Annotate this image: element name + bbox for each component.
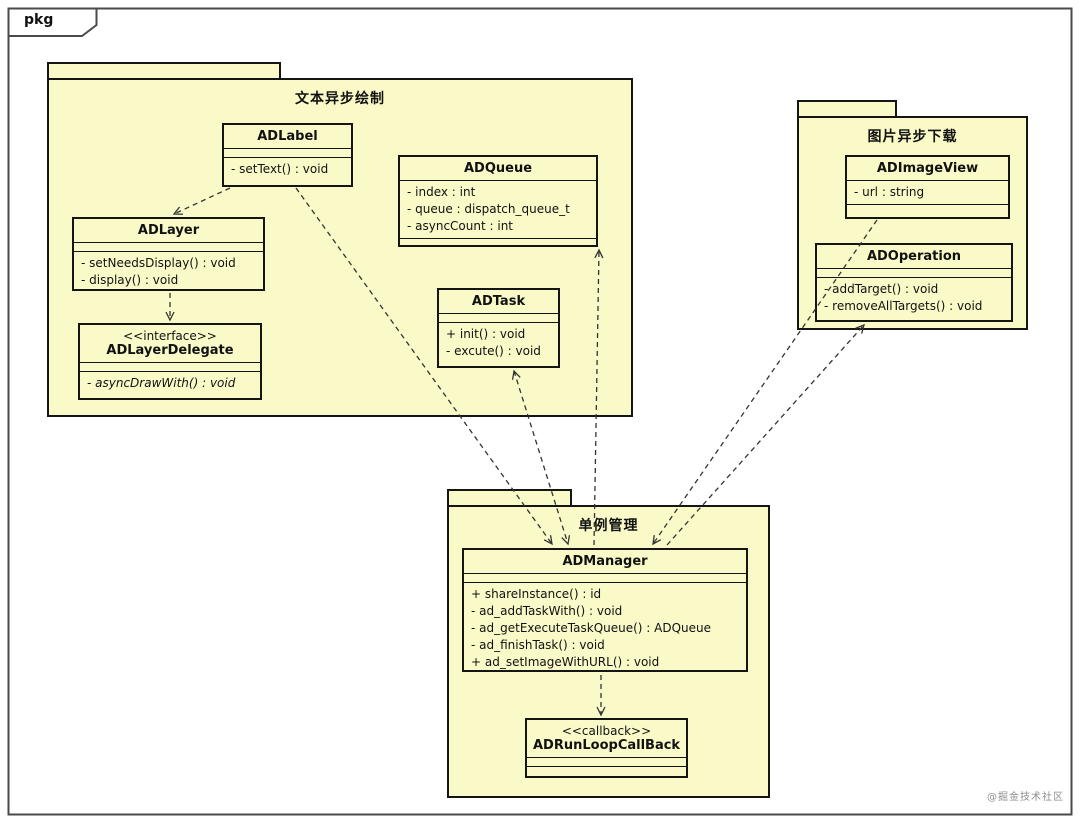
methods-compartment — [847, 204, 1008, 217]
class-name: ADLayer — [137, 223, 200, 238]
methods-compartment: - addTarget() : void - removeAllTargets(… — [817, 277, 1011, 320]
methods-compartment: + shareInstance() : id - ad_addTaskWith(… — [464, 582, 746, 670]
class-method: - ad_finishTask() : void — [471, 638, 605, 652]
class-method: - setNeedsDisplay() : void — [81, 256, 236, 270]
class-admanager[interactable]: ADManager + shareInstance() : id - ad_ad… — [462, 548, 748, 672]
class-attribute: - queue : dispatch_queue_t — [407, 202, 570, 216]
class-method: - display() : void — [81, 273, 179, 287]
attributes-compartment — [80, 362, 260, 371]
frame-kind-label: pkg — [24, 12, 54, 28]
package-title-text-async: 文本异步绘制 — [295, 91, 385, 107]
class-adrunloopcallback[interactable]: <<callback>> ADRunLoopCallBack — [525, 718, 688, 778]
class-method: - ad_getExecuteTaskQueue() : ADQueue — [471, 621, 712, 635]
attributes-compartment — [464, 573, 746, 582]
class-method: - excute() : void — [446, 344, 541, 358]
methods-compartment: - setNeedsDisplay() : void - display() :… — [74, 251, 263, 289]
class-name: ADTask — [471, 294, 526, 309]
class-method: + ad_setImageWithURL() : void — [471, 655, 660, 669]
methods-compartment: + init() : void - excute() : void — [439, 322, 558, 366]
class-attribute: - index : int — [407, 185, 476, 199]
methods-compartment — [527, 766, 686, 776]
class-method: - removeAllTargets() : void — [824, 299, 983, 313]
class-method: - addTarget() : void — [824, 282, 939, 296]
class-adtask[interactable]: ADTask + init() : void - excute() : void — [437, 288, 560, 368]
class-method: + init() : void — [446, 327, 526, 341]
class-adlayerdelegate[interactable]: <<interface>> ADLayerDelegate - asyncDra… — [78, 323, 262, 400]
methods-compartment — [400, 238, 596, 247]
attributes-compartment: - index : int - queue : dispatch_queue_t… — [400, 180, 596, 238]
class-method: + shareInstance() : id — [471, 587, 602, 601]
class-adqueue[interactable]: ADQueue - index : int - queue : dispatch… — [398, 155, 598, 247]
methods-compartment: - setText() : void — [224, 157, 351, 185]
class-attribute: - asyncCount : int — [407, 219, 514, 233]
class-name: ADOperation — [866, 249, 962, 264]
class-method: - ad_addTaskWith() : void — [471, 604, 623, 618]
class-name: ADImageView — [876, 161, 979, 176]
class-method: - asyncDrawWith() : void — [87, 376, 236, 390]
class-name: ADQueue — [463, 161, 533, 176]
class-adimageview[interactable]: ADImageView - url : string — [845, 155, 1010, 219]
attributes-compartment — [817, 268, 1011, 277]
class-stereotype: <<callback>> — [561, 724, 652, 738]
class-method: - setText() : void — [231, 162, 329, 176]
class-name: ADManager — [562, 554, 648, 569]
class-name: ADRunLoopCallBack — [533, 738, 681, 753]
class-adoperation[interactable]: ADOperation - addTarget() : void - remov… — [815, 243, 1013, 322]
package-title-singleton: 单例管理 — [578, 518, 639, 534]
attributes-compartment — [224, 148, 351, 157]
methods-compartment: - asyncDrawWith() : void — [80, 371, 260, 398]
attributes-compartment — [527, 757, 686, 766]
class-name: ADLayerDelegate — [106, 343, 234, 358]
class-name: ADLabel — [257, 129, 318, 144]
class-adlayer[interactable]: ADLayer - setNeedsDisplay() : void - dis… — [72, 217, 265, 291]
attributes-compartment: - url : string — [847, 180, 1008, 204]
watermark: @掘金技术社区 — [987, 792, 1064, 803]
class-adlabel[interactable]: ADLabel - setText() : void — [222, 123, 353, 187]
class-stereotype: <<interface>> — [123, 329, 217, 343]
attributes-compartment — [74, 242, 263, 251]
class-attribute: - url : string — [854, 185, 925, 199]
attributes-compartment — [439, 313, 558, 322]
package-title-image-async: 图片异步下载 — [867, 129, 958, 145]
